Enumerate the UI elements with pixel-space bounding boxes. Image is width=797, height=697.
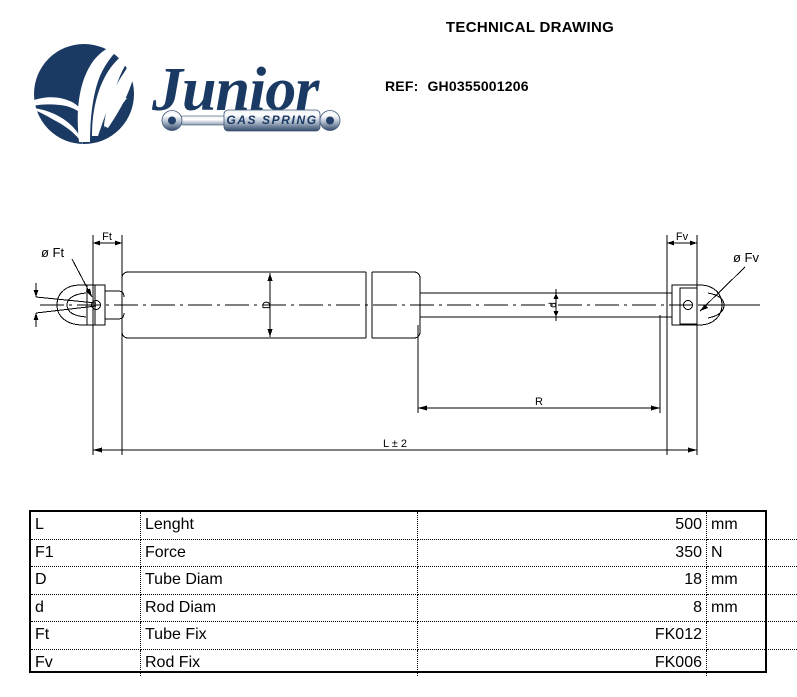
label-ft-dim: Ft <box>102 231 112 243</box>
gas-spring-technical-drawing: Ft Fv ø Ft ø Fv D d R L ± 2 <box>33 231 760 455</box>
cell-value: FK006 <box>417 649 707 676</box>
cell-description: Tube Fix <box>140 621 418 650</box>
logo-tagline: GAS SPRING <box>226 113 317 127</box>
label-stroke: R <box>535 396 543 408</box>
gas-spring-graphic-icon: GAS SPRING <box>161 109 341 132</box>
dimension-fv <box>667 240 697 246</box>
cell-unit <box>706 649 797 676</box>
cell-value: 8 <box>417 594 707 622</box>
cell-description: Tube Diam <box>140 566 418 595</box>
cell-value: 350 <box>417 539 707 567</box>
dimension-length <box>93 447 697 453</box>
piston-rod <box>420 292 672 318</box>
label-tube-diameter: D <box>261 301 273 309</box>
label-length: L ± 2 <box>383 438 407 450</box>
cell-description: Rod Fix <box>140 649 418 676</box>
document-header: TECHNICAL DRAWING REF: GH0355001206 <box>0 0 797 180</box>
cell-symbol: F1 <box>31 539 141 567</box>
junior-wordmark: Junior GAS SPRING <box>152 56 341 132</box>
cell-value: 18 <box>417 566 707 595</box>
cell-unit: mm <box>706 594 797 622</box>
extension-lines <box>92 235 698 455</box>
dimension-rod-diameter <box>550 289 562 321</box>
cell-unit: mm <box>706 512 797 540</box>
page-title: TECHNICAL DRAWING <box>445 19 615 36</box>
reference-label: REF: <box>385 78 419 94</box>
cell-symbol: L <box>31 512 141 540</box>
dimension-stroke <box>418 405 660 411</box>
cell-unit: mm <box>706 566 797 595</box>
cell-description: Lenght <box>140 512 418 540</box>
cell-unit <box>706 621 797 650</box>
reference-value: GH0355001206 <box>427 78 529 94</box>
cell-symbol: Ft <box>31 621 141 650</box>
label-rod-diameter: d <box>548 302 559 308</box>
dimension-phi-fv <box>699 266 760 312</box>
label-phi-ft: ø Ft <box>41 245 64 260</box>
junior-wing-emblem-icon <box>33 40 150 144</box>
reference-line: REF: GH0355001206 <box>385 78 529 94</box>
cell-symbol: d <box>31 594 141 622</box>
cell-symbol: D <box>31 566 141 595</box>
dimension-tube-diameter <box>267 273 273 337</box>
brand-logo: Junior GAS SPRING <box>22 38 342 148</box>
cell-description: Rod Diam <box>140 594 418 622</box>
dimension-phi-ft <box>33 258 97 327</box>
cell-value: FK012 <box>417 621 707 650</box>
cell-symbol: Fv <box>31 649 141 676</box>
cell-unit: N <box>706 539 797 567</box>
cell-description: Force <box>140 539 418 567</box>
cell-value: 500 <box>417 512 707 540</box>
dimension-ft <box>93 240 122 246</box>
label-phi-fv: ø Fv <box>733 250 759 265</box>
label-fv-dim: Fv <box>676 231 689 243</box>
